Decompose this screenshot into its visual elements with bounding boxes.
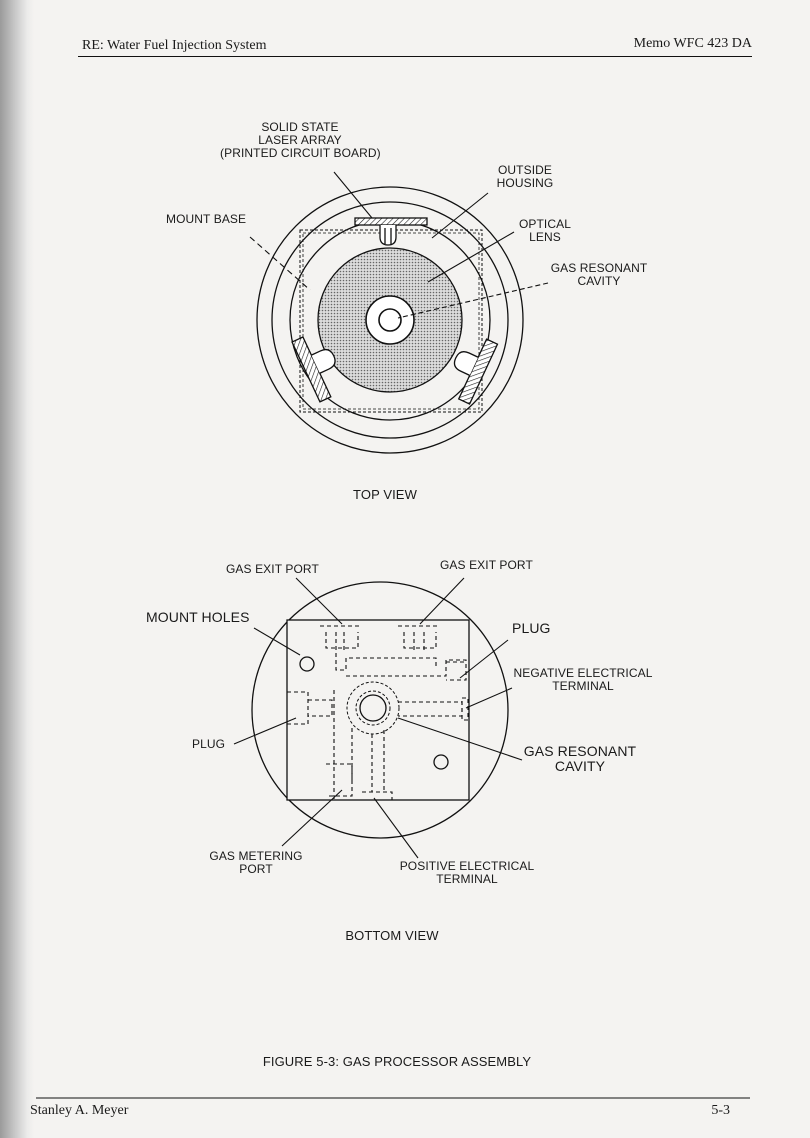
label-optical-lens: OPTICAL LENS — [518, 217, 572, 244]
label-outside-housing: OUTSIDE HOUSING — [496, 163, 554, 190]
mount-hole-upper-left — [299, 656, 315, 672]
label-gas-exit-port-right: GAS EXIT PORT — [440, 558, 533, 572]
label-gas-exit-port-left: GAS EXIT PORT — [226, 562, 319, 576]
bottom-view-drawing — [251, 581, 509, 839]
label-plug-left: PLUG — [192, 737, 226, 751]
label-gas-metering-port: GAS METERING PORT — [209, 849, 303, 876]
label-top-gas-resonant-cavity: GAS RESONANT CAVITY — [550, 261, 648, 288]
header-title: RE: Water Fuel Injection System — [82, 38, 267, 53]
laser-array-board — [354, 217, 428, 226]
header-memo-number: Memo WFC 423 DA — [633, 36, 752, 51]
laser-diode — [379, 225, 397, 246]
label-laser-array: SOLID STATE LASER ARRAY (PRINTED CIRCUIT… — [220, 120, 381, 160]
left-lens-mount — [291, 336, 336, 403]
book-spine-shadow — [0, 0, 34, 1138]
bottom-view-leaders — [233, 577, 523, 859]
mount-hole-lower-right — [433, 754, 449, 770]
gas-resonant-cavity-inner-dash — [355, 690, 391, 726]
housing-bottom-circle — [251, 581, 509, 839]
gas-resonant-cavity-core — [378, 308, 402, 332]
top-view-leaders — [249, 171, 549, 319]
label-negative-terminal: NEGATIVE ELECTRICAL TERMINAL — [513, 666, 653, 693]
right-lens-mount — [453, 338, 499, 405]
label-mount-holes: MOUNT HOLES — [146, 609, 250, 625]
header-rule — [78, 56, 752, 57]
label-mount-base: MOUNT BASE — [166, 212, 247, 226]
label-plug-right: PLUG — [512, 620, 551, 636]
gas-resonant-cavity-inner — [359, 694, 387, 722]
caption-bottom-view: BOTTOM VIEW — [345, 928, 439, 943]
label-positive-terminal: POSITIVE ELECTRICAL TERMINAL — [399, 859, 535, 886]
footer-author: Stanley A. Meyer — [30, 1103, 129, 1118]
gas-resonant-cavity-outer — [346, 681, 400, 735]
internal-passages — [287, 625, 469, 801]
caption-top-view: TOP VIEW — [353, 487, 417, 502]
label-bottom-gas-resonant-cavity: GAS RESONANT CAVITY — [523, 743, 637, 774]
outside-housing-outer — [256, 186, 524, 454]
base-block — [286, 619, 470, 801]
outside-housing-inner — [271, 201, 509, 439]
top-view-drawing — [256, 186, 524, 454]
footer-page-number: 5-3 — [711, 1103, 730, 1118]
figure-caption: FIGURE 5-3: GAS PROCESSOR ASSEMBLY — [262, 1054, 532, 1069]
